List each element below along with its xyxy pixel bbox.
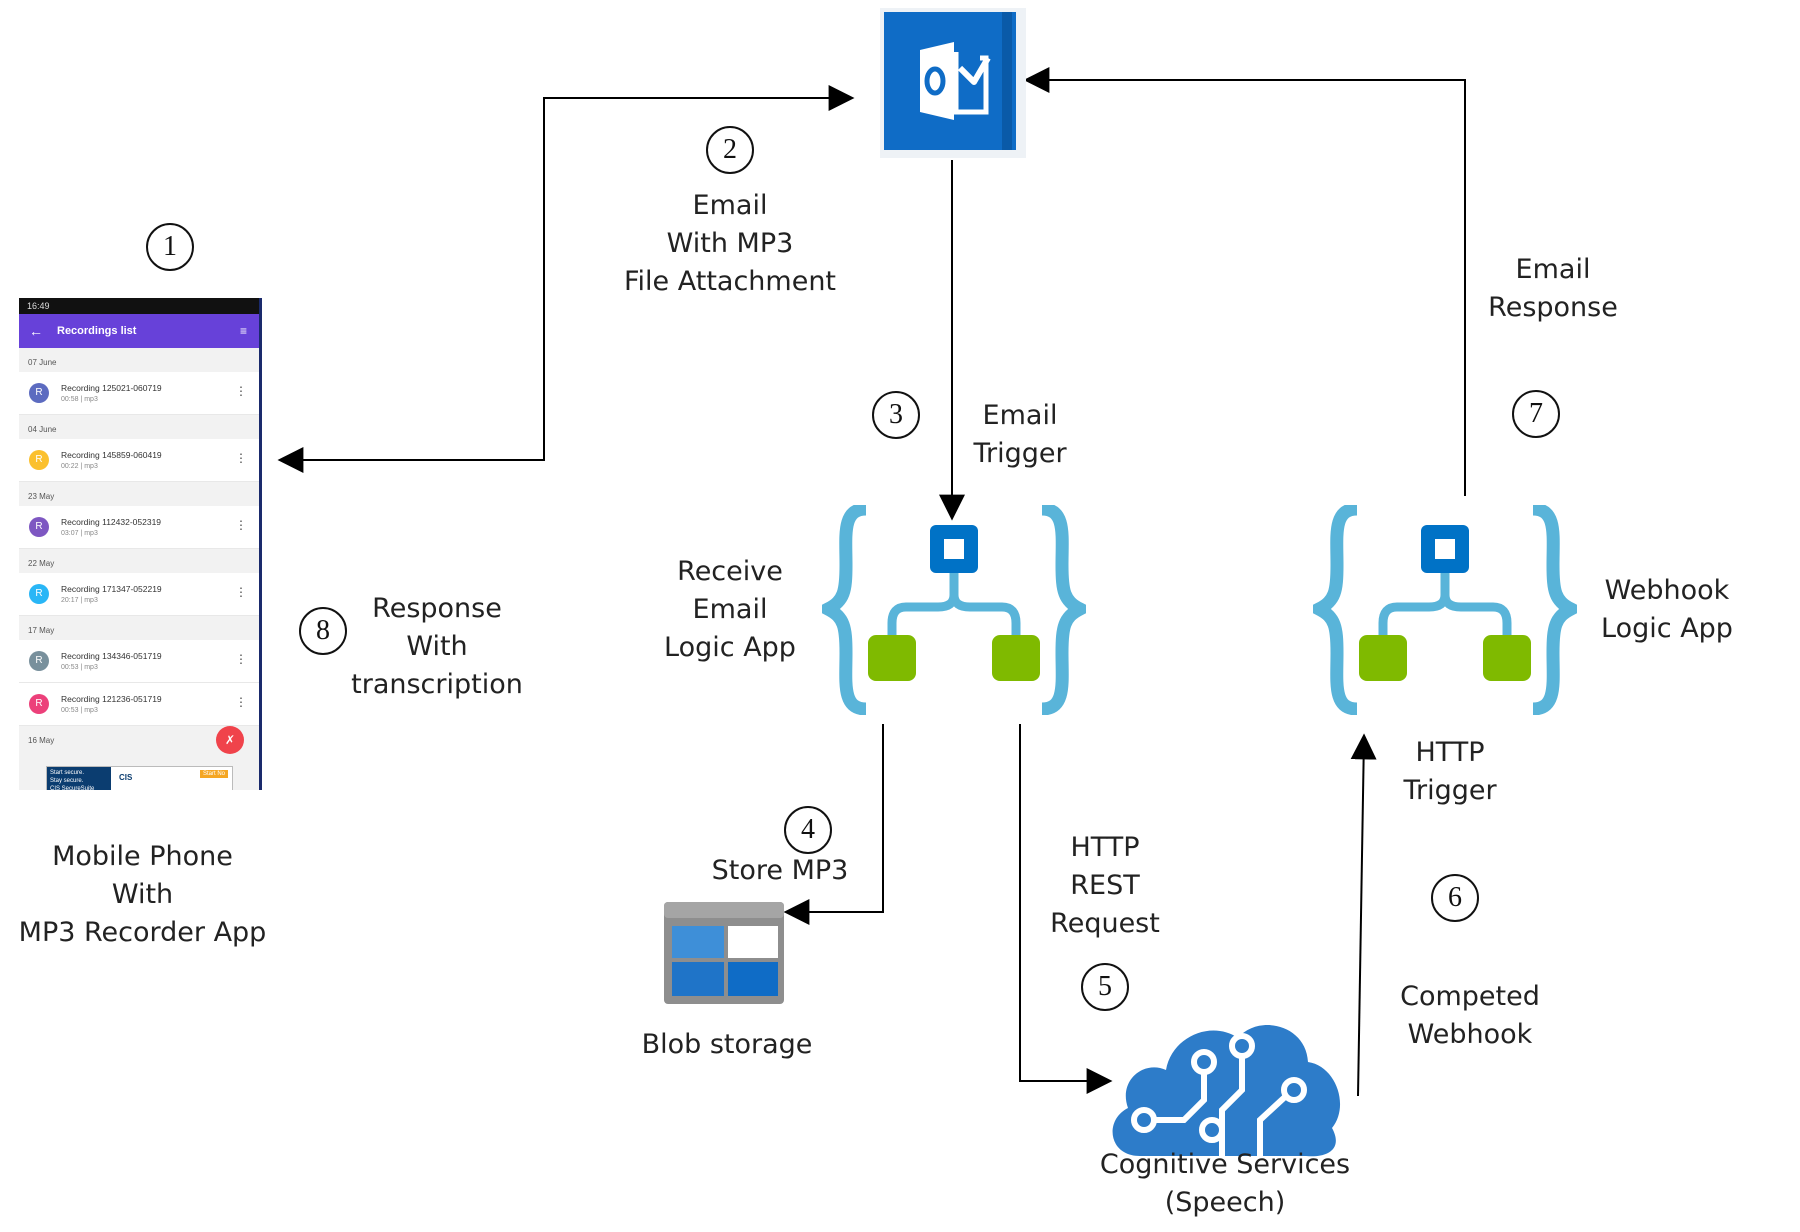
date-header: 17 May <box>28 626 55 635</box>
recording-meta: 00:22 | mp3 <box>61 463 98 470</box>
arrow-email-response <box>1023 67 1466 496</box>
step-6-circle: 6 <box>1431 874 1479 922</box>
sort-icon[interactable]: ≡ <box>239 324 247 338</box>
more-options-icon[interactable]: ⋮ <box>235 518 247 532</box>
blob-storage-label: Blob storage <box>641 1029 813 1060</box>
phone-app-title: Recordings list <box>57 325 137 337</box>
arrow-completed-webhook <box>1350 733 1377 1097</box>
outlook-icon <box>880 8 1026 158</box>
recording-list-item[interactable]: R Recording 134346-051719 00:53 | mp3 ⋮ <box>19 640 259 683</box>
step-1-circle: 1 <box>146 223 194 271</box>
avatar: R <box>29 584 49 604</box>
step-7-circle: 7 <box>1512 390 1560 438</box>
recording-meta: 00:53 | mp3 <box>61 664 98 671</box>
blob-storage-icon <box>664 902 784 1004</box>
date-header: 07 June <box>28 358 57 367</box>
date-header: 22 May <box>28 559 55 568</box>
recording-name: Recording 171347-052219 <box>61 584 162 594</box>
avatar: R <box>29 517 49 537</box>
cognitive-services-icon <box>1112 1025 1341 1157</box>
recording-meta: 00:58 | mp3 <box>61 396 98 403</box>
webhook-app-label: Webhook Logic App <box>1601 575 1733 644</box>
arrow-http-rest <box>1019 724 1113 1094</box>
http-rest-label: HTTP REST Request <box>1050 832 1160 939</box>
more-options-icon[interactable]: ⋮ <box>235 585 247 599</box>
recording-name: Recording 112432-052319 <box>61 517 162 527</box>
recording-name: Recording 121236-051719 <box>61 694 162 704</box>
ad-text: Start secure. Stay secure. CIS SecureSui… <box>47 767 111 790</box>
recording-meta: 00:53 | mp3 <box>61 707 98 714</box>
avatar: R <box>29 651 49 671</box>
recording-list-item[interactable]: R Recording 171347-052219 20:17 | mp3 ⋮ <box>19 573 259 616</box>
ad-banner[interactable]: Start secure. Stay secure. CIS SecureSui… <box>46 766 233 790</box>
recording-meta: 03:07 | mp3 <box>61 530 98 537</box>
avatar: R <box>29 694 49 714</box>
more-options-icon[interactable]: ⋮ <box>235 384 247 398</box>
email-response-label: Email Response <box>1488 254 1618 323</box>
logic-app-icon <box>822 505 1086 715</box>
phone-status-bar: 16:49 <box>19 298 259 314</box>
step-4-circle: 4 <box>784 806 832 854</box>
avatar: R <box>29 383 49 403</box>
back-arrow-icon[interactable]: ← <box>29 323 43 339</box>
phone-app-bar: ← Recordings list ≡ <box>19 314 259 348</box>
step-8-circle: 8 <box>299 607 347 655</box>
more-options-icon[interactable]: ⋮ <box>235 451 247 465</box>
receive-app-label: Receive Email Logic App <box>664 556 796 663</box>
recording-name: Recording 134346-051719 <box>61 651 162 661</box>
logic-app-icon <box>1313 505 1577 715</box>
recording-meta: 20:17 | mp3 <box>61 597 98 604</box>
more-options-icon[interactable]: ⋮ <box>235 652 247 666</box>
completed-webhook-label: Competed Webhook <box>1400 981 1540 1050</box>
step-5-circle: 5 <box>1081 963 1129 1011</box>
http-trigger-label: HTTP Trigger <box>1403 737 1497 806</box>
ad-brand: CIS <box>119 773 133 782</box>
email-trigger-label: Email Trigger <box>973 400 1067 469</box>
ad-cta[interactable]: Start No <box>199 770 228 778</box>
recording-list-item[interactable]: R Recording 125021-060719 00:58 | mp3 ⋮ <box>19 372 259 415</box>
recording-name: Recording 145859-060419 <box>61 450 162 460</box>
date-header: 04 June <box>28 425 57 434</box>
recording-list-item[interactable]: R Recording 112432-052319 03:07 | mp3 ⋮ <box>19 506 259 549</box>
arrow-store-mp3 <box>783 724 884 925</box>
step-3-circle: 3 <box>872 391 920 439</box>
recording-list-item[interactable]: R Recording 145859-060419 00:22 | mp3 ⋮ <box>19 439 259 482</box>
phone-label: Mobile Phone With MP3 Recorder App <box>18 841 267 948</box>
date-header: 23 May <box>28 492 55 501</box>
arrow-phone-outlook <box>277 85 855 473</box>
more-options-icon[interactable]: ⋮ <box>235 695 247 709</box>
step-2-circle: 2 <box>706 126 754 174</box>
record-fab-button[interactable]: ✗ <box>216 726 244 754</box>
cognitive-services-label: Cognitive Services (Speech) <box>1099 1149 1351 1218</box>
recording-list-item[interactable]: R Recording 121236-051719 00:53 | mp3 ⋮ <box>19 683 259 726</box>
store-mp3-label: Store MP3 <box>711 855 849 886</box>
response-transcription-label: Response With transcription <box>351 593 523 700</box>
avatar: R <box>29 450 49 470</box>
date-header: 16 May <box>28 736 55 745</box>
email-attachment-label: Email With MP3 File Attachment <box>623 190 837 297</box>
recording-name: Recording 125021-060719 <box>61 383 162 393</box>
